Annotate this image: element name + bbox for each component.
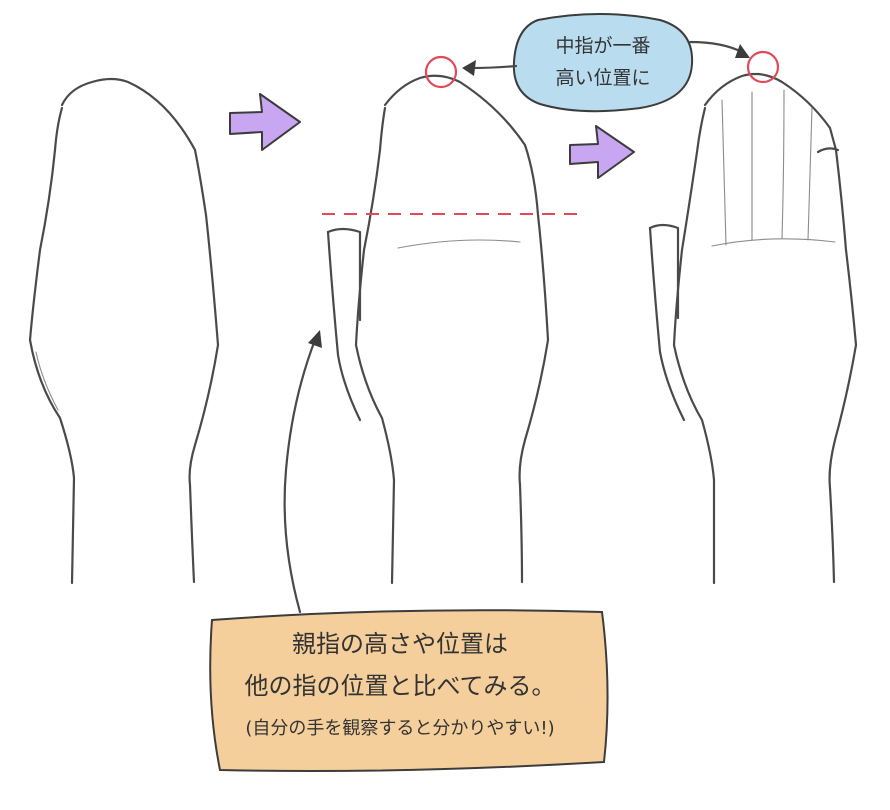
arrowhead-icon-right [735, 44, 750, 58]
callout-connector-left [468, 64, 518, 70]
arrowhead-icon-thumb [308, 330, 322, 348]
explanation-note: 親指の高さや位置は 他の指の位置と比べてみる。 (自分の手を観察すると分かりやす… [209, 609, 609, 772]
hand-sketch-stage-1 [28, 77, 220, 585]
hand-sketch-stage-3 [648, 72, 858, 585]
note-line-3: (自分の手を観察すると分かりやすい!) [245, 718, 554, 739]
thumb-pointer-line [283, 338, 317, 614]
arrowhead-icon-left [462, 60, 476, 76]
hand-sketch-stage-2 [326, 74, 550, 585]
callout-connector-right [688, 40, 744, 54]
callout-line-1: 中指が一番 [555, 35, 650, 57]
note-line-2: 他の指の位置と比べてみる。 [244, 672, 555, 700]
note-line-1: 親指の高さや位置は [292, 630, 508, 658]
step-right-arrow-icon-1 [229, 93, 301, 151]
step-right-arrow-icon-2 [569, 125, 635, 179]
callout-line-2: 高い位置に [555, 67, 650, 89]
middle-finger-top-marker-1 [424, 55, 458, 89]
middle-finger-top-marker-2 [746, 50, 780, 84]
middle-finger-callout: 中指が一番 高い位置に [512, 13, 694, 113]
